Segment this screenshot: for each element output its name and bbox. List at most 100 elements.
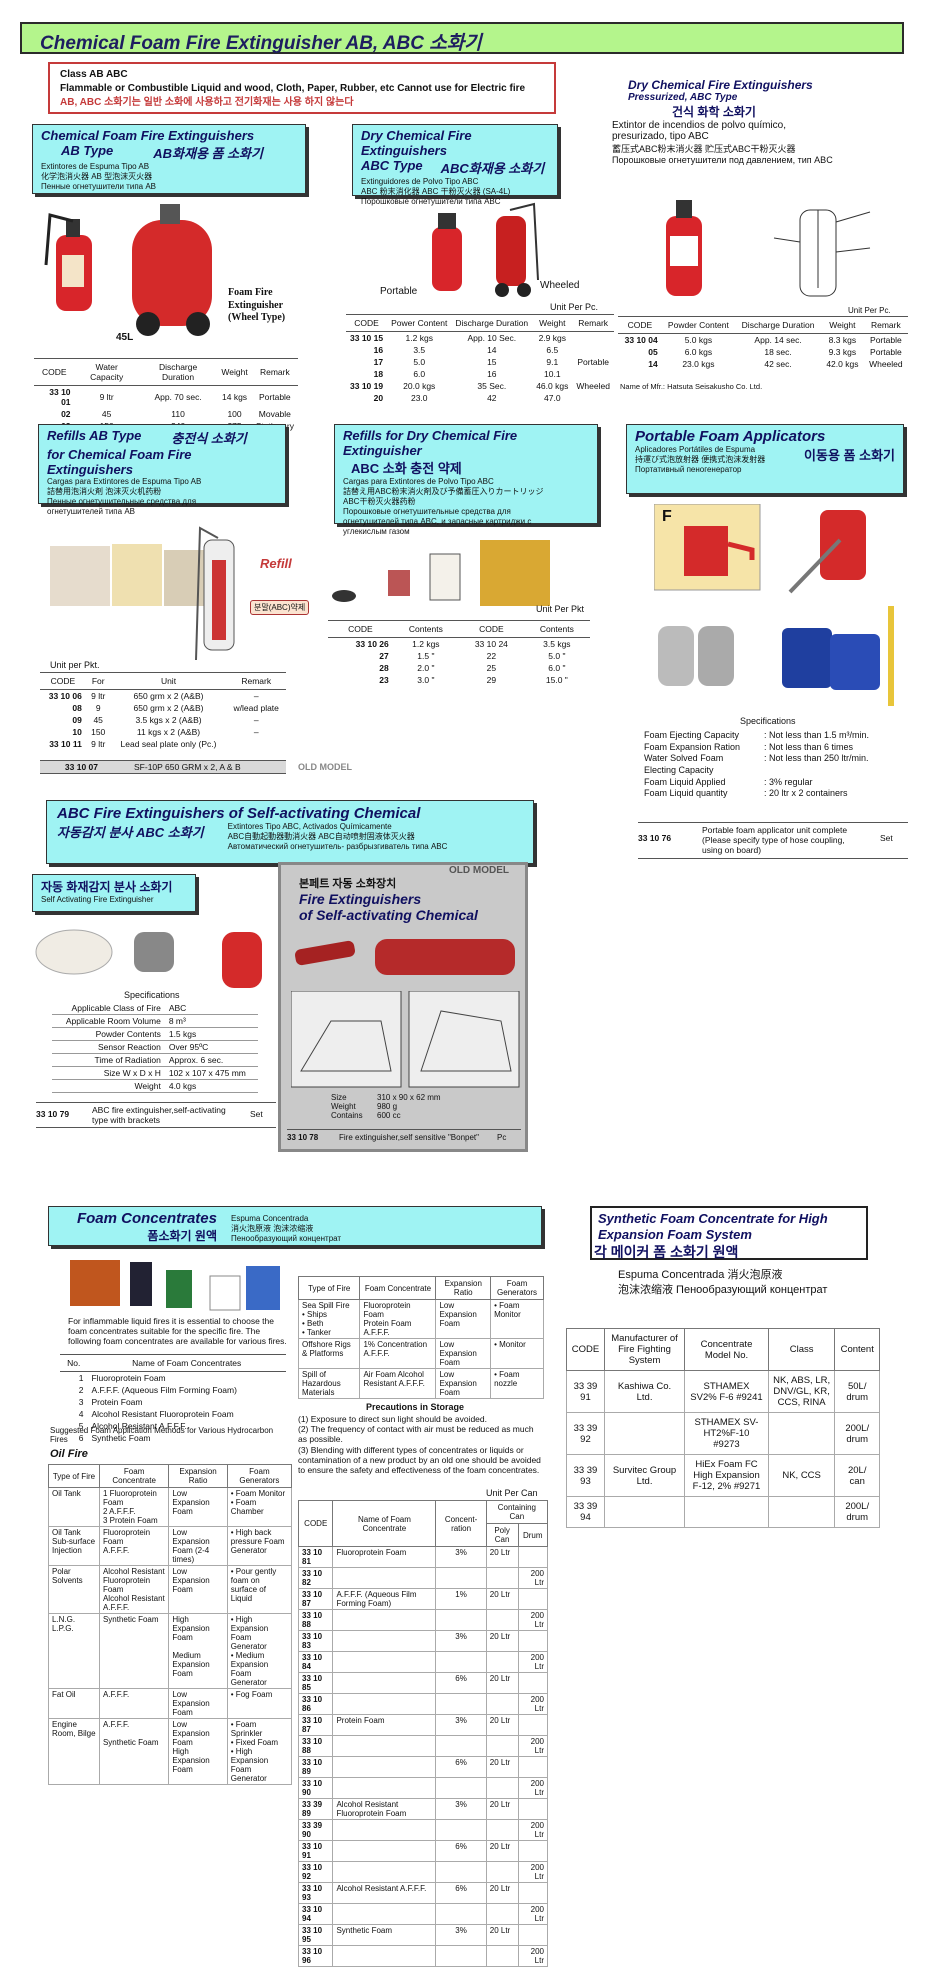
table-cell: • Foam Sprinkler • Fixed Foam • High Exp… [226,1718,293,1785]
column-header: Class [767,1328,836,1371]
table-cell: 6% [435,1840,487,1862]
portable-dry-extinguisher-image [432,213,462,291]
russian-text: Автоматический огнетушитель- разбрызгива… [227,842,448,851]
table-cell [485,1819,519,1841]
table-cell: 14 [648,359,658,369]
table-cell: Oil Tank Sub-surface Injection [48,1526,100,1566]
table-cell: 20 Ltr [485,1714,519,1736]
spec-value: 980 g [377,1102,398,1112]
table-cell [435,1567,487,1589]
table-cell: 3 [78,1397,84,1407]
table-cell: 33 10 01 [49,387,71,407]
section-korean: 자동감지 분사 ABC 소화기 [57,825,204,840]
table-cell: 33 10 19 [350,381,384,391]
spec-value: : Not less than 1.5 m³/min. [764,730,870,740]
section-title: Chemical Foam Fire Extinguishers [41,128,255,143]
table-cell: Fluoroprotein Foam Protein Foam A.F.F.F. [359,1299,437,1339]
table-cell: 33 10 06 [48,691,82,701]
table-cell: 33 39 93 [566,1454,605,1497]
usage-notice: Class AB ABC Flammable or Combustible Li… [48,62,556,114]
table-cell: Fat Oil [48,1688,100,1719]
table-cell: Low Expansion Foam [435,1368,492,1399]
table-cell: 20 Ltr [485,1546,519,1568]
chinese-text: ABC自動起動器動消火器 ABC自动喷射固液体灭火器 [227,832,415,841]
table-cell: 200 Ltr [517,1651,548,1673]
table-cell: 20L/ can [834,1454,880,1497]
table-cell: 22 [486,651,497,661]
table-cell: Air Foam Alcohol Resistant A.F.F.F. [359,1368,437,1399]
table-cell: Synthetic Foam [332,1924,437,1946]
chinese-text: 詰替用泡消火剤 泡沫灭火机药粉 [47,487,162,496]
table-cell: 15.0 " [545,675,568,685]
column-header: Foam Concentrate [98,1464,170,1488]
table-cell: 15 [487,357,497,367]
table-cell: • Foam Monitor • Foam Chamber [226,1487,293,1527]
table-cell: 3% [435,1714,487,1736]
russian-text: Порошковые огнетушители под давлением, т… [612,155,833,165]
precaution-item: (2) The frequency of contact with air mu… [298,1424,534,1445]
spec-value: : Not less than 6 times [764,741,854,752]
table-cell: 200 Ltr [517,1735,548,1757]
table-cell: 6.0 kgs [684,347,713,357]
table-cell: 200L/ drum [834,1496,880,1528]
table-cell: Protein Foam [91,1397,143,1407]
dry-pressurized-header: Dry Chemical Fire Extinguishers Pressuri… [612,78,912,165]
table-cell [332,1630,437,1652]
column-header: Concentrate Model No. [684,1328,769,1371]
spec-title: Specifications [740,716,796,726]
table-cell: 9 ltr [99,392,114,402]
table-cell: 6% [435,1756,487,1778]
bonpet-installation-diagram [291,991,520,1088]
section-title: Refills for Dry Chemical Fire Extinguish… [343,428,518,458]
russian-text: Пенные огнетушители типа AB [41,182,156,191]
table-cell: 1% [435,1588,487,1610]
spec-value: : Not less than 250 ltr/min. [764,753,869,764]
foam-ab-header: Chemical Foam Fire Extinguishers AB Type… [32,124,306,194]
spanish-text: Extinguidores de Polvo Tipo ABC [361,177,479,186]
column-header: CODE [618,316,662,334]
table-cell [435,1861,487,1883]
column-header: Water Capacity [74,358,139,386]
table-cell: 33 10 90 [297,1777,334,1799]
table-cell: Low Expansion Foam [435,1299,492,1339]
table-cell: 6.0 " [548,663,566,673]
table-cell: 3.5 kgs x 2 (A&B) [135,715,202,725]
table-cell: Powder Contents [52,1027,165,1041]
table-cell [485,1777,519,1799]
table-cell: Oil Tank [48,1487,100,1527]
table-cell: 200 Ltr [517,1567,548,1589]
table-cell: 33 10 87 [297,1714,334,1736]
column-header: Contents [392,620,459,638]
table-cell [572,344,614,356]
table-cell: A.F.F.F. Synthetic Foam [98,1718,170,1785]
foam-conc-header: Foam Concentrates 폼소화기 원액 Espuma Concent… [48,1206,542,1246]
table-cell: 33 10 92 [297,1861,334,1883]
table-cell: 102 x 107 x 475 mm [164,1066,258,1080]
table-cell: Applicable Room Volume [52,1014,165,1028]
table-cell: Wheeled [576,381,610,391]
table-cell: • High Expansion Foam Generator • Medium… [226,1613,293,1689]
table-cell: 33 39 90 [297,1819,334,1841]
spec-key: Contains [331,1111,363,1121]
table-cell: 20 Ltr [485,1924,519,1946]
column-header: CODE [566,1328,605,1371]
refill-packets-image [50,544,208,606]
table-cell: 29 [486,675,497,685]
section-title: Dry Chemical Fire Extinguishers [361,128,472,158]
